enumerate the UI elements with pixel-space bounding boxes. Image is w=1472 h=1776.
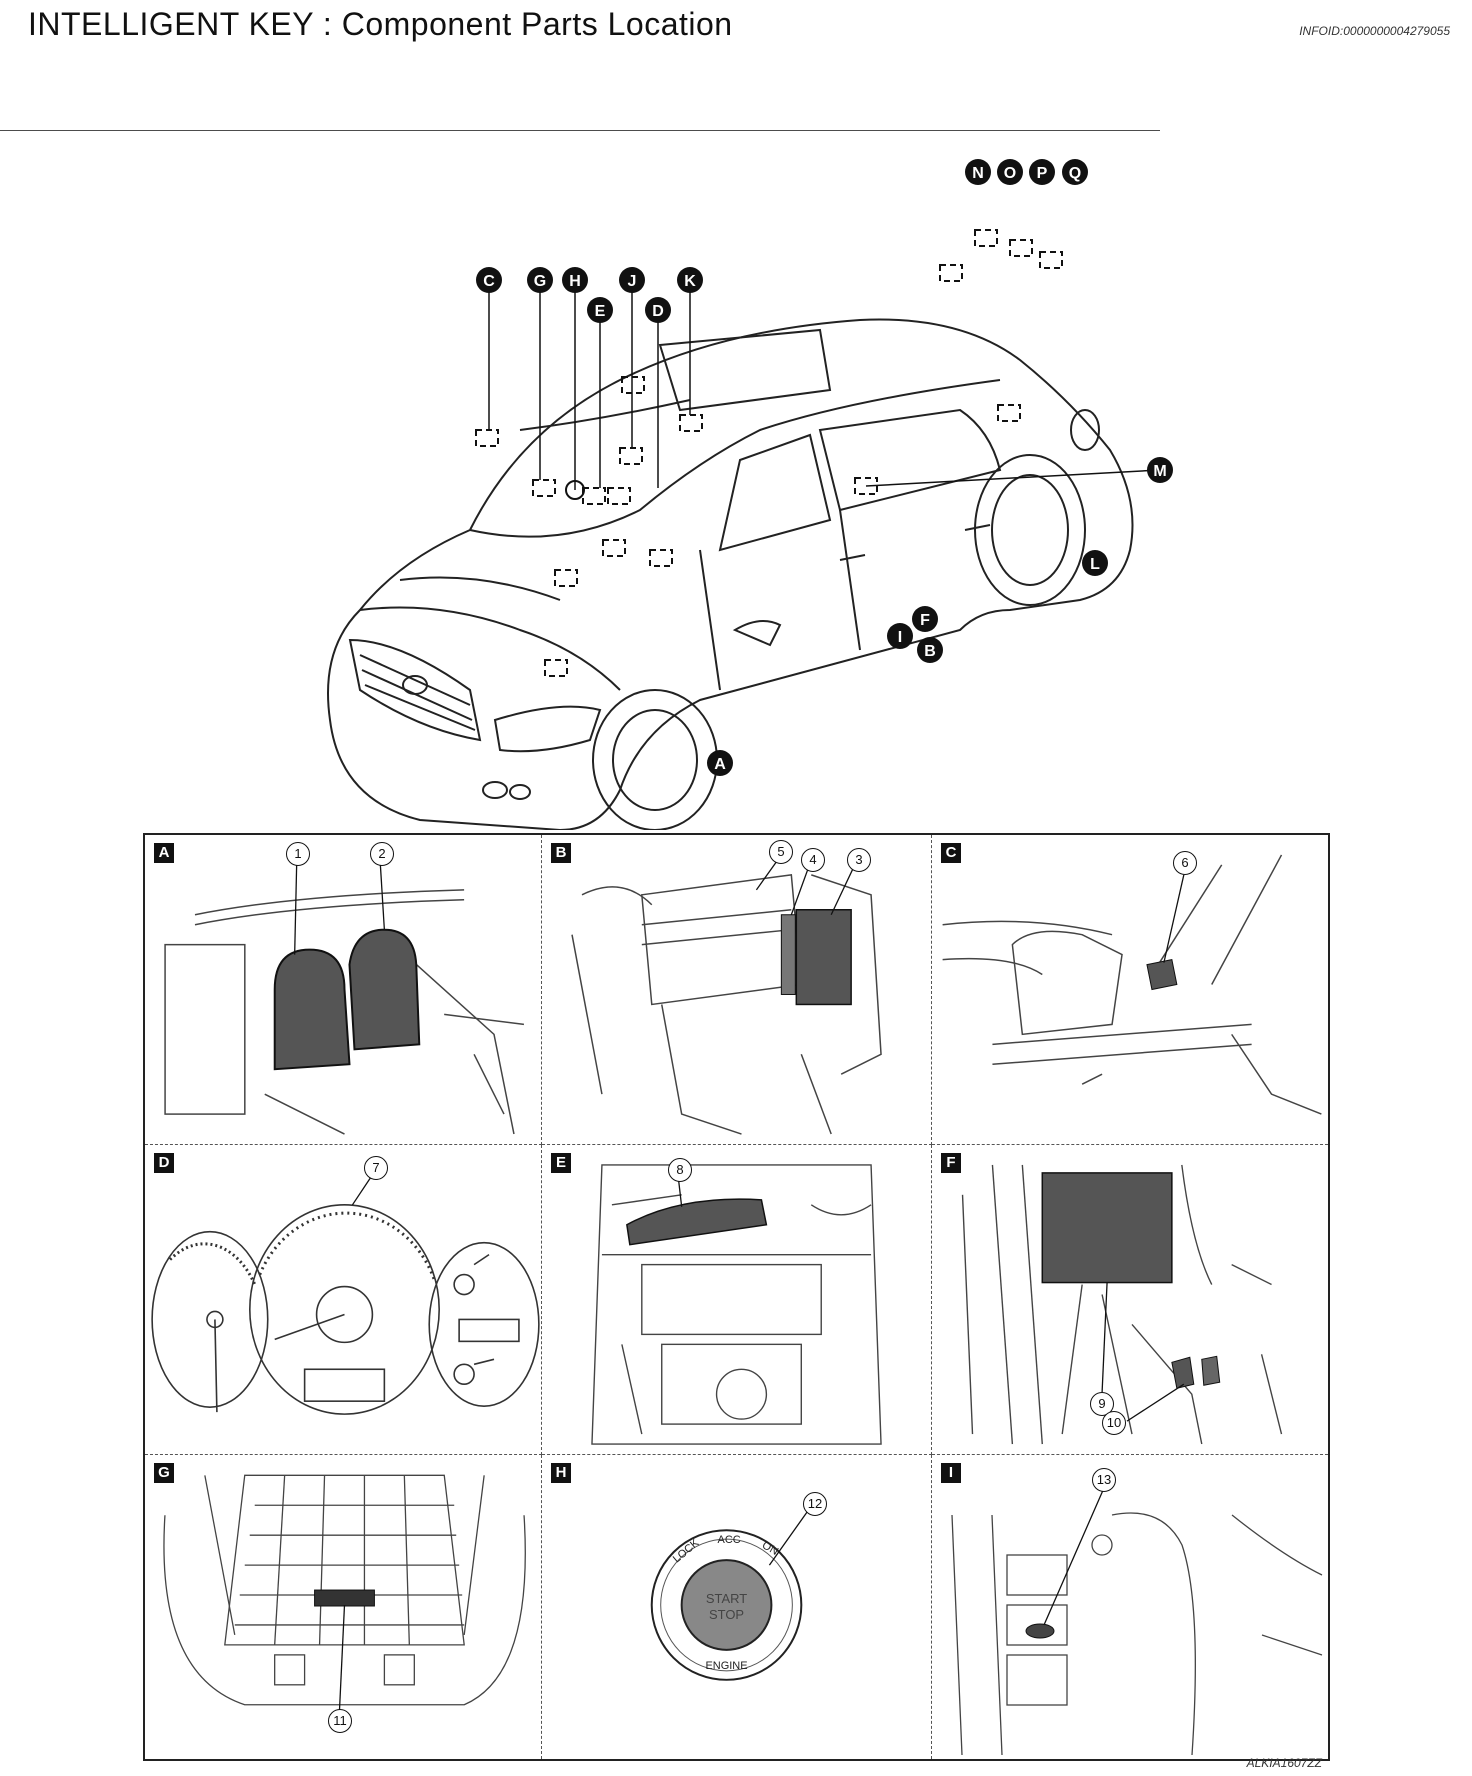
car-overview-diagram: A B C D E F G H I J K L M N O P Q [0,130,1173,830]
part-number-5: 5 [769,840,793,864]
panel-f-drawing [961,1164,1283,1445]
part-number-10: 10 [1102,1411,1126,1435]
part-number-8: 8 [668,1158,692,1182]
detail-panel-grid: A 1 2 B [143,833,1330,1761]
panel-tag-e: E [551,1153,571,1173]
info-id: INFOID:0000000004279055 [1299,24,1450,38]
panel-tag-c: C [941,843,961,863]
callout-q: Q [1069,165,1081,182]
callout-a: A [714,756,726,773]
panel-tag-a: A [154,843,174,863]
part-number-4: 4 [801,848,825,872]
panel-c-drawing [942,854,1322,1115]
panel-a: A 1 2 [145,835,542,1145]
panel-h-drawing: LOCK ACC ON START STOP ENGINE [650,1502,814,1681]
callout-g: G [534,273,546,290]
panel-g: G 11 [145,1455,542,1759]
panel-b-drawing [571,854,882,1135]
panel-i: I 13 [932,1455,1328,1759]
part-number-11: 11 [328,1709,352,1733]
part-number-12: 12 [803,1492,827,1516]
panel-tag-g: G [154,1463,174,1483]
callout-f: F [920,612,930,629]
callout-n: N [972,165,984,182]
panel-d: D 7 [145,1145,542,1455]
callout-d: D [652,303,664,320]
callout-p: P [1037,165,1048,182]
panel-tag-f: F [941,1153,961,1173]
panel-tag-i: I [941,1463,961,1483]
panel-c: C 6 [932,835,1328,1145]
panel-tag-b: B [551,843,571,863]
callout-e: E [595,303,606,320]
start-button-stop-label: STOP [709,1607,744,1622]
panel-tag-d: D [154,1153,174,1173]
start-button-start-label: START [706,1591,747,1606]
callout-h: H [569,273,581,290]
callout-l: L [1090,556,1100,573]
callout-o: O [1004,165,1016,182]
panel-e: E 8 [542,1145,932,1455]
panel-i-drawing [951,1487,1323,1756]
callout-k: K [684,273,696,290]
page-title: INTELLIGENT KEY : Component Parts Locati… [28,6,733,42]
panel-e-drawing [591,1164,882,1445]
panel-h: H LOCK ACC ON START STOP ENGINE 12 [542,1455,932,1759]
callout-m: M [1153,463,1166,480]
part-number-6: 6 [1173,851,1197,875]
part-number-3: 3 [847,848,871,872]
part-number-1: 1 [286,842,310,866]
panel-b: B 5 4 3 [542,835,932,1145]
part-number-13: 13 [1092,1468,1116,1492]
figure-code: ALKIA1607ZZ [1246,1756,1322,1770]
start-button-engine-label: ENGINE [705,1660,747,1672]
panel-a-drawing [164,864,525,1135]
panel-tag-h: H [551,1463,571,1483]
panel-g-drawing [163,1474,526,1710]
callout-j: J [628,273,637,290]
callout-i: I [898,629,902,646]
part-number-7: 7 [364,1156,388,1180]
part-number-2: 2 [370,842,394,866]
start-button-acc-label: ACC [718,1534,741,1546]
panel-d-drawing [151,1174,540,1415]
panel-f: F 9 10 [932,1145,1328,1455]
callout-c: C [483,273,495,290]
callout-b: B [924,643,936,660]
